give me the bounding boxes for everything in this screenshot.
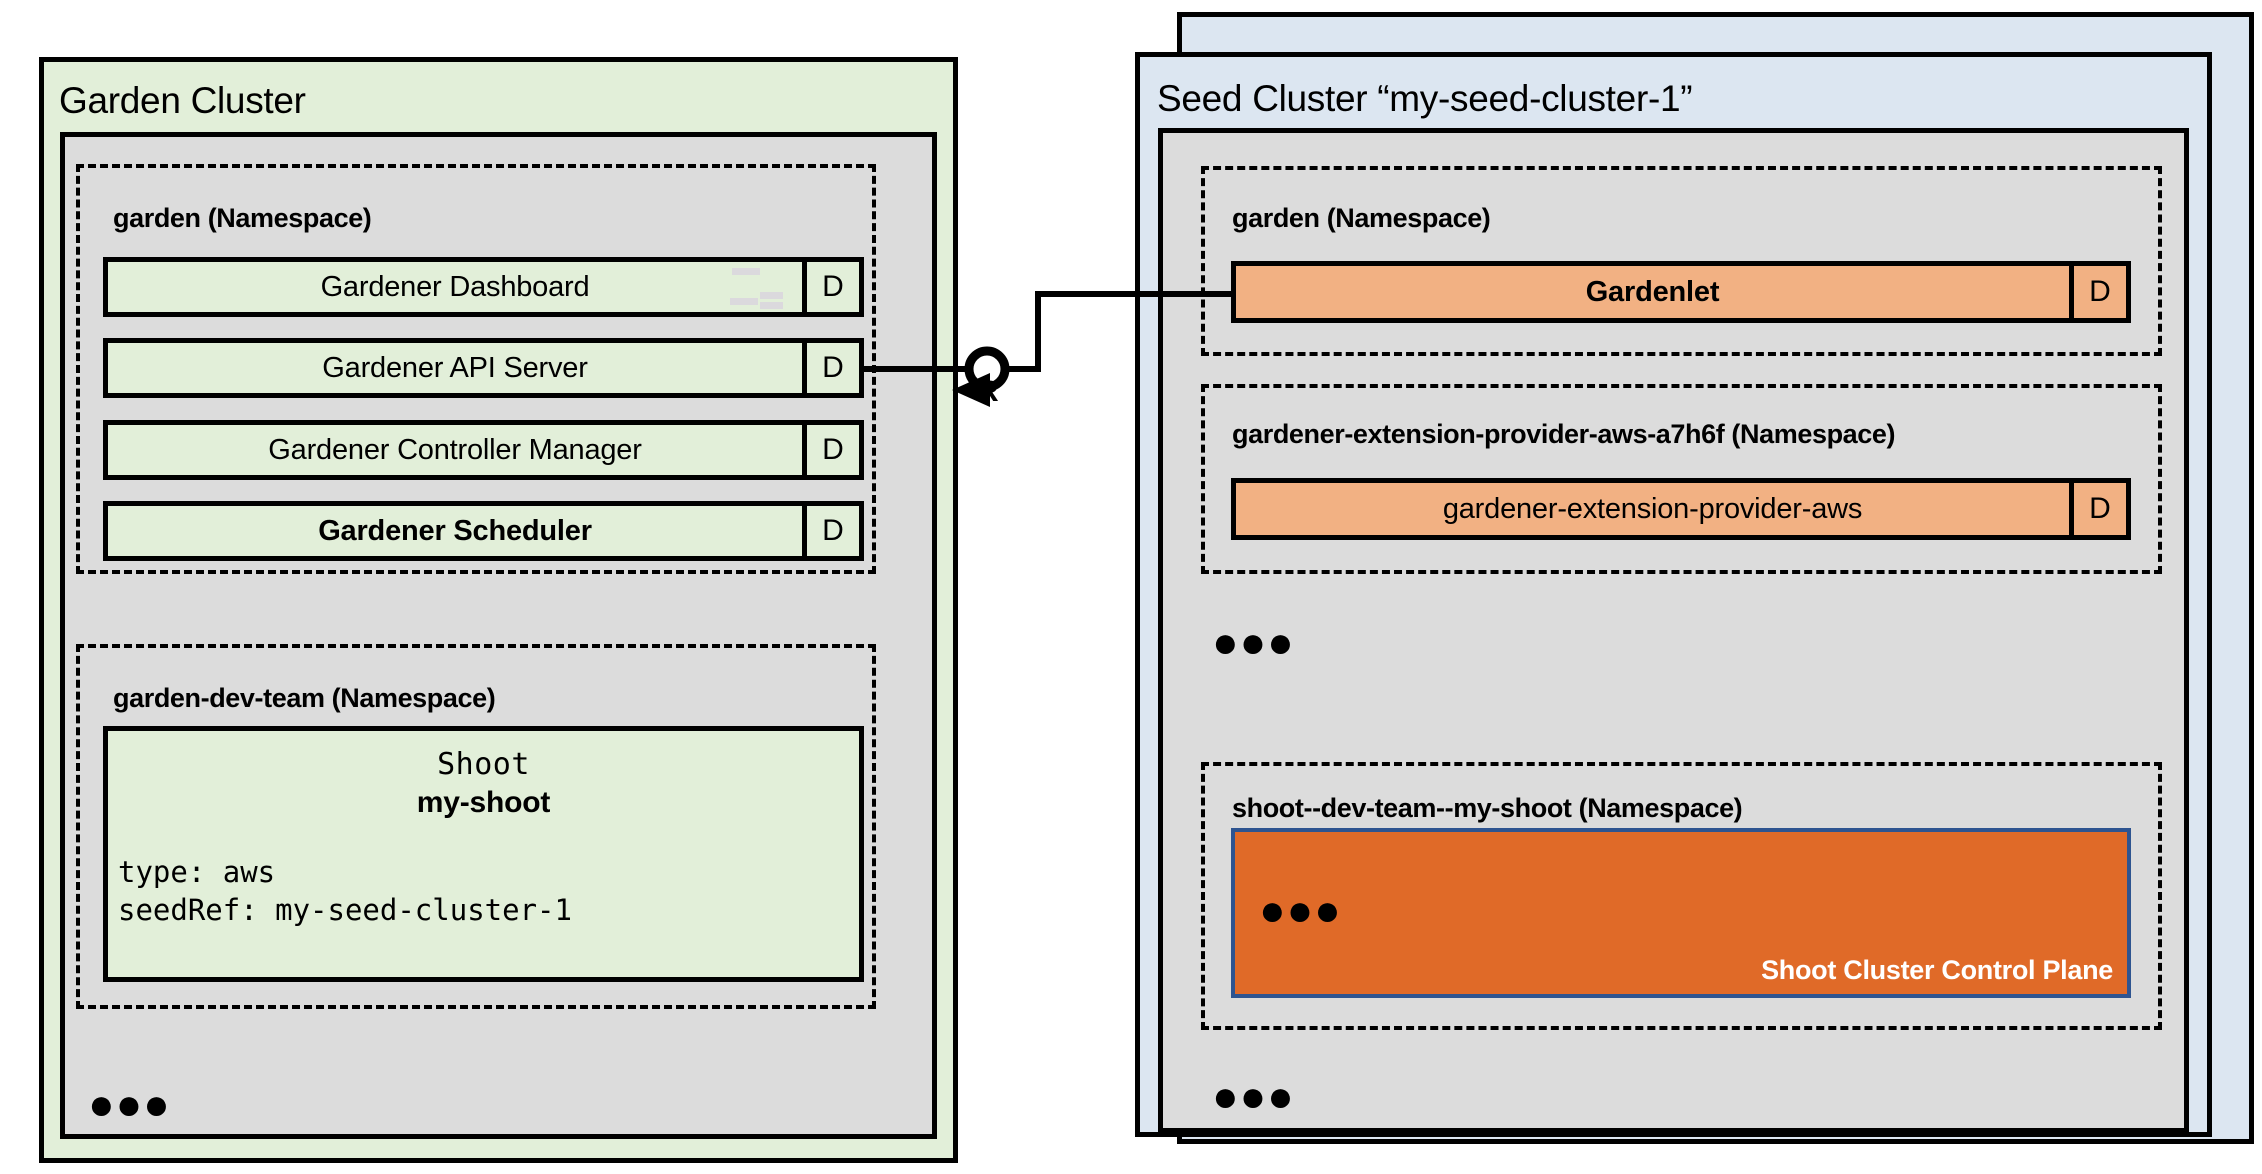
component-gardener-scheduler-label: Gardener Scheduler xyxy=(318,514,592,547)
control-plane-label: Shoot Cluster Control Plane xyxy=(1761,955,2113,985)
seed-garden-namespace-title: garden (Namespace) xyxy=(1232,203,1491,233)
component-gardener-dashboard-tag: D xyxy=(802,262,859,312)
seed-garden-namespace-box xyxy=(1201,166,2162,356)
component-gardener-controller-manager-tag: D xyxy=(802,425,859,475)
component-gardener-extension-provider-aws[interactable]: gardener-extension-provider-aws D xyxy=(1231,478,2131,540)
extension-provider-namespace-title: gardener-extension-provider-aws-a7h6f (N… xyxy=(1232,419,1896,449)
dashboard-ghost-mark-1 xyxy=(732,268,760,275)
connector-label: R xyxy=(977,375,999,408)
component-gardener-extension-provider-aws-tag: D xyxy=(2069,483,2126,535)
component-gardener-api-server-label: Gardener API Server xyxy=(322,351,588,384)
component-gardener-api-server[interactable]: Gardener API Server D xyxy=(103,338,864,398)
dashboard-ghost-mark-2 xyxy=(730,298,758,305)
dashboard-ghost-mark-4 xyxy=(760,302,783,309)
component-gardener-api-server-tag: D xyxy=(802,343,859,393)
component-gardener-scheduler[interactable]: Gardener Scheduler D xyxy=(103,501,864,561)
shoot-resource-kind: Shoot xyxy=(437,747,530,782)
shoot-cluster-control-plane[interactable]: ●●● Shoot Cluster Control Plane xyxy=(1231,828,2131,998)
garden-dev-team-namespace-box xyxy=(76,644,876,1009)
control-plane-more-indicator: ●●● xyxy=(1259,886,1342,935)
shoot-resource-card[interactable]: Shoot my-shoot type: aws seedRef: my-see… xyxy=(103,726,864,982)
shoot-namespace-title: shoot--dev-team--my-shoot (Namespace) xyxy=(1232,793,1743,823)
component-gardenlet-tag: D xyxy=(2069,266,2126,318)
garden-cluster-more-indicator: ●●● xyxy=(88,1080,171,1129)
extension-provider-namespace-box xyxy=(1201,384,2162,574)
component-gardener-scheduler-tag: D xyxy=(802,506,859,556)
garden-cluster-title: Garden Cluster xyxy=(59,80,306,121)
component-gardener-dashboard-label: Gardener Dashboard xyxy=(320,270,590,303)
seed-cluster-more-indicator-bottom: ●●● xyxy=(1212,1072,1295,1121)
seed-cluster-title: Seed Cluster “my-seed-cluster-1” xyxy=(1157,78,1693,119)
component-gardener-controller-manager-label: Gardener Controller Manager xyxy=(268,433,642,466)
component-gardener-dashboard[interactable]: Gardener Dashboard D xyxy=(103,257,864,317)
garden-dev-team-namespace-title: garden-dev-team (Namespace) xyxy=(113,683,496,713)
shoot-resource-spec: type: aws seedRef: my-seed-cluster-1 xyxy=(118,855,572,927)
component-gardenlet[interactable]: Gardenlet D xyxy=(1231,261,2131,323)
component-gardener-extension-provider-aws-label: gardener-extension-provider-aws xyxy=(1442,492,1863,525)
dashboard-ghost-mark-3 xyxy=(760,292,783,299)
component-gardenlet-label: Gardenlet xyxy=(1585,275,1720,308)
garden-namespace-title: garden (Namespace) xyxy=(113,203,372,233)
component-gardener-controller-manager[interactable]: Gardener Controller Manager D xyxy=(103,420,864,480)
shoot-resource-name: my-shoot xyxy=(416,786,551,819)
seed-cluster-more-indicator-middle: ●●● xyxy=(1212,618,1295,667)
shoot-namespace-box xyxy=(1201,762,2162,1030)
